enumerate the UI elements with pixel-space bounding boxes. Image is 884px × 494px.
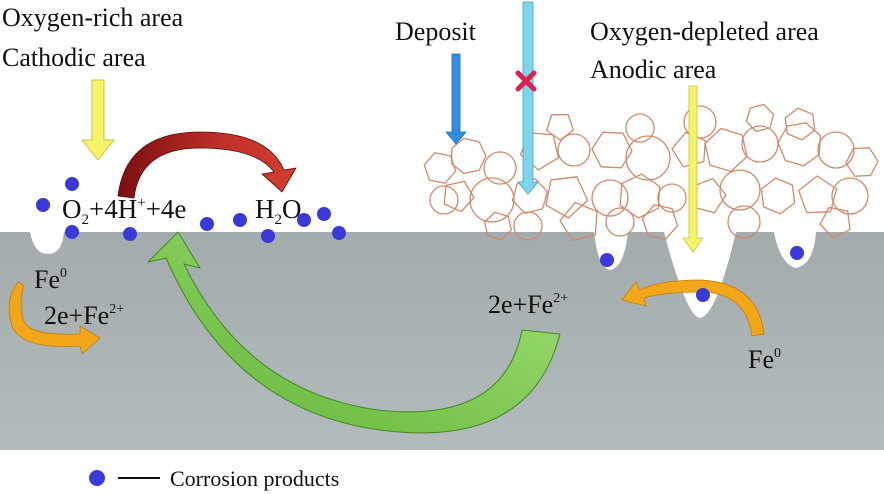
o2-subscript: 2 xyxy=(82,212,90,228)
blocked-mark-icon xyxy=(515,70,537,92)
hydrogen-term: +4H xyxy=(89,194,137,224)
legend-label: Corrosion products xyxy=(170,466,339,491)
deposit-particle xyxy=(625,135,671,181)
corrosion-product-dot xyxy=(600,253,614,267)
deposit-particle xyxy=(817,131,855,169)
left-fe-label: Fe0 xyxy=(34,265,67,294)
deposit-particle xyxy=(605,207,635,237)
corrosion-product-dot xyxy=(233,213,247,227)
deposit-particle xyxy=(557,133,591,167)
corrosion-product-dot xyxy=(297,213,311,227)
deposit-particle xyxy=(443,180,475,213)
right-fe-arrow xyxy=(621,279,765,337)
deposit-particle xyxy=(845,147,879,177)
anodic-oxygen-arrow xyxy=(682,85,704,253)
corrosion-product-dot xyxy=(200,217,214,231)
deposit-particle xyxy=(546,113,575,141)
deposit-particle xyxy=(591,179,629,217)
corrosion-product-dot xyxy=(36,198,50,212)
left-fe-superscript: 0 xyxy=(60,266,67,281)
cathodic-reaction: O2+4H++4e xyxy=(62,194,186,228)
deposit-arrow xyxy=(445,53,467,145)
deposit-particle xyxy=(819,206,851,239)
deposit-particle xyxy=(559,201,598,242)
deposit-particle xyxy=(741,125,779,163)
right-fe-label: Fe0 xyxy=(748,345,781,374)
hydrogen-superscript: + xyxy=(137,195,145,211)
right-ion-term: 2e+Fe xyxy=(488,290,553,319)
deposit-particle xyxy=(798,175,838,214)
o2-symbol: O xyxy=(62,194,82,224)
deposit-particle xyxy=(704,127,748,173)
corrosion-product-dot xyxy=(317,207,331,221)
deposit-particle xyxy=(760,177,796,215)
deposit-particle xyxy=(545,176,589,219)
deposit-particle xyxy=(483,151,517,185)
oxygen-arrow xyxy=(80,79,116,161)
corrosion-product-dot xyxy=(696,288,710,302)
deposit-particle xyxy=(483,211,513,241)
deposit-particle xyxy=(429,185,459,215)
corrosion-product-dot xyxy=(65,177,79,191)
corrosion-product-dot xyxy=(332,226,346,240)
left-ion-label: 2e+Fe2+ xyxy=(44,301,124,330)
deposit-particle xyxy=(831,177,869,215)
deposit-particle xyxy=(727,205,761,239)
deposit-particle xyxy=(777,122,821,167)
left-fe-arrow xyxy=(8,281,101,355)
water-subscript: 2 xyxy=(275,212,283,228)
deposit-particle xyxy=(784,107,816,141)
left-ion-superscript: 2+ xyxy=(109,302,124,317)
deposit-label: Deposit xyxy=(395,17,477,46)
right-ion-label: 2e+Fe2+ xyxy=(488,290,568,319)
water-o: O xyxy=(282,194,302,224)
right-ion-superscript: 2+ xyxy=(553,291,568,306)
deposit-particle xyxy=(423,152,457,184)
anodic-label: Anodic area xyxy=(590,55,717,84)
corrosion-product-dot xyxy=(261,229,275,243)
deposit-particle xyxy=(719,169,761,211)
deposit-particle xyxy=(619,173,661,219)
right-fe-superscript: 0 xyxy=(774,346,781,361)
deposit-particle xyxy=(513,211,543,241)
deposit-particle xyxy=(469,177,515,223)
corrosion-product-dot xyxy=(65,225,79,239)
deposit-particle xyxy=(591,131,633,169)
cathodic-arc-arrow xyxy=(117,131,297,199)
corrosion-product-dot xyxy=(790,246,804,260)
electron-term: +4e xyxy=(146,194,187,224)
water-h: H xyxy=(255,194,275,224)
blocked-oxygen-arrow xyxy=(517,1,539,195)
deposit-particle xyxy=(625,113,655,143)
deposit-particle xyxy=(451,137,487,175)
deposit-particle xyxy=(745,103,775,133)
cathodic-label: Cathodic area xyxy=(2,43,146,72)
deposit-particle xyxy=(641,204,679,240)
legend-dot-icon xyxy=(89,470,105,486)
left-ion-term: 2e+Fe xyxy=(44,301,109,330)
water-product: H2O xyxy=(255,194,302,228)
deposit-particle xyxy=(657,183,687,213)
corrosion-products xyxy=(36,177,804,302)
oxygen-rich-label: Oxygen-rich area xyxy=(2,3,184,32)
electron-transfer-arrow xyxy=(146,231,561,434)
right-fe-symbol: Fe xyxy=(748,345,774,374)
deposit-particles xyxy=(423,103,879,242)
deposit-particle xyxy=(511,178,549,214)
corrosion-product-dot xyxy=(123,227,137,241)
deposit-particle xyxy=(692,177,727,214)
oxygen-depleted-label: Oxygen-depleted area xyxy=(590,17,819,46)
left-fe-symbol: Fe xyxy=(34,265,60,294)
deposit-particle xyxy=(683,105,717,139)
